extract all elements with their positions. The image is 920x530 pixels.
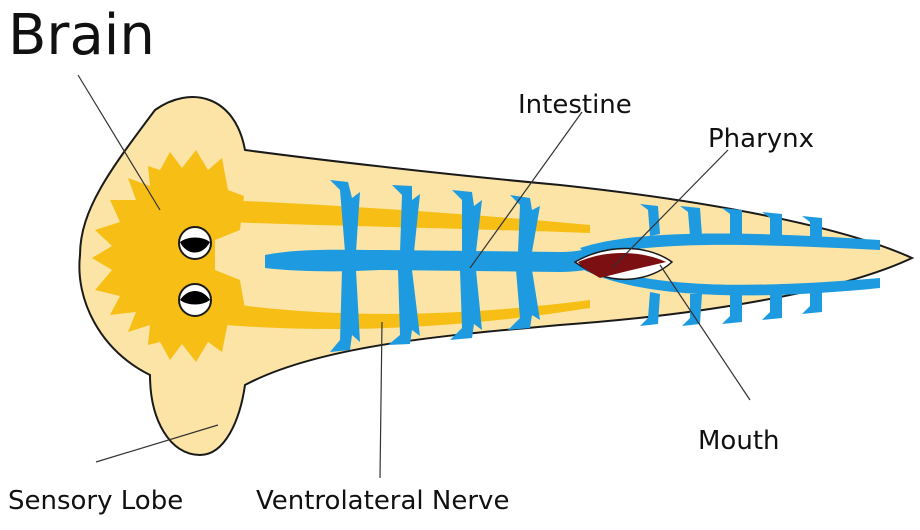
ventrolateral-nerve-label: Ventrolateral Nerve bbox=[256, 488, 509, 514]
brain-label: Brain bbox=[8, 8, 155, 64]
sensory-lobe-label: Sensory Lobe bbox=[8, 488, 183, 514]
left-eye-icon bbox=[179, 227, 211, 259]
pharynx-label: Pharynx bbox=[708, 126, 814, 152]
mouth-label: Mouth bbox=[698, 428, 780, 454]
right-eye-icon bbox=[179, 284, 211, 316]
intestine-label: Intestine bbox=[518, 92, 632, 118]
